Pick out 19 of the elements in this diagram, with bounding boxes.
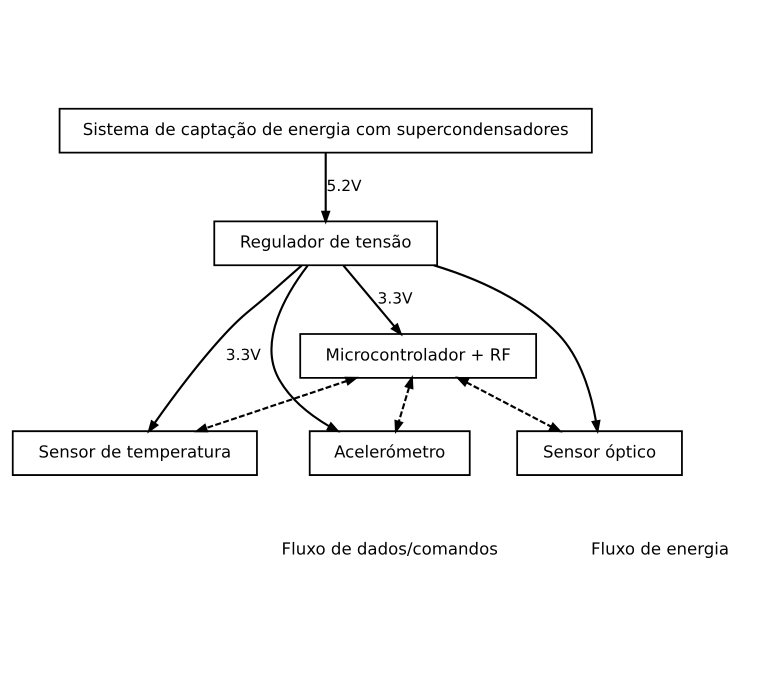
legend-label: Fluxo de dados/comandos — [282, 540, 498, 559]
edge-label: 5.2V — [326, 177, 362, 196]
node-box: Acelerómetro — [308, 430, 471, 476]
legend-label: Fluxo de energia — [590, 540, 730, 559]
edge-label: 3.3V — [226, 346, 261, 364]
arrow — [394, 375, 414, 434]
node-box: Sensor de temperatura — [12, 430, 258, 476]
arrow — [434, 264, 601, 434]
arrow — [194, 376, 360, 432]
arrow — [270, 264, 340, 433]
edge-label: 3.3V — [378, 290, 413, 308]
arrow — [455, 376, 563, 433]
arrow — [342, 265, 403, 336]
arrow — [147, 264, 302, 434]
node-box: Microcontrolador + RF — [299, 333, 538, 379]
node-box: Sistema de captação de energia com supercondensadores — [58, 108, 593, 154]
node-box: Sensor óptico — [516, 430, 683, 476]
arrow — [320, 153, 331, 225]
node-box: Regulador de tensão — [213, 220, 438, 266]
